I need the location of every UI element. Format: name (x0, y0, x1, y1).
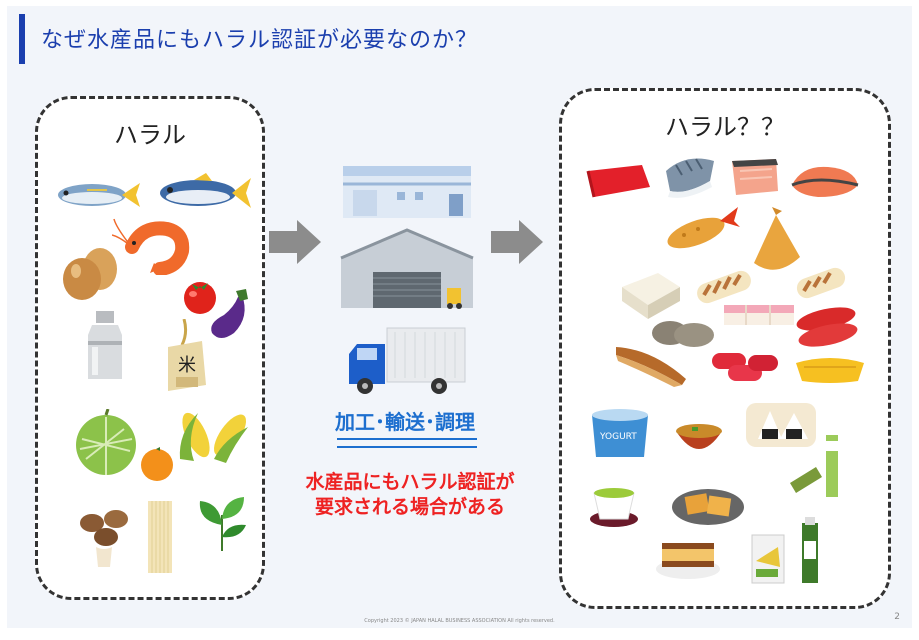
factory-icon (339, 154, 475, 220)
requirement-note: 水産品にもハラル認証が 要求される場合がある (275, 470, 545, 520)
requirement-note-line2: 要求される場合がある (275, 495, 545, 520)
eggplant-icon (206, 287, 252, 343)
rice-bag-icon: 米 (158, 319, 210, 395)
salmon-icon (728, 155, 782, 199)
copyright-footer: Copyright 2023 © JAPAN HALAL BUSINESS AS… (7, 618, 912, 624)
page-number: 2 (894, 612, 900, 622)
tea-leaf-icon (194, 495, 250, 553)
shrimp-icon (112, 217, 192, 275)
fried-food-icon (670, 485, 746, 527)
rice-char: 米 (178, 355, 196, 376)
corn-icon (168, 409, 254, 465)
cod-roe-icon (790, 301, 866, 351)
melon-icon (72, 409, 140, 477)
tube-icon (798, 517, 822, 587)
yogurt-icon: YOGURT (588, 407, 652, 461)
mackerel-icon (662, 151, 718, 201)
orange-icon (138, 445, 176, 483)
warehouse-icon (339, 228, 475, 310)
truck-icon (343, 324, 469, 398)
milk-can-icon (82, 309, 128, 383)
page-title: なぜ水産品にもハラル認証が必要なのか？ (41, 22, 478, 54)
noodles-icon (140, 499, 180, 575)
process-label: 加工･輸送･調理 (325, 406, 485, 435)
fish-icon (52, 179, 142, 211)
tuna-icon (584, 161, 654, 201)
halal-box: ハラル 米 (35, 96, 265, 600)
sausage-icon (710, 347, 782, 387)
wasabi-icon (782, 433, 846, 503)
salmon-icon (788, 161, 862, 201)
slide: なぜ水産品にもハラル認証が必要なのか？ ハラル 米 (7, 6, 912, 628)
yogurt-label: YOGURT (599, 432, 637, 442)
snack-bag-icon (748, 531, 788, 587)
dried-fish-icon (612, 339, 692, 389)
castella-icon (654, 531, 722, 581)
title-accent-bar (19, 14, 25, 64)
sea-urchin-icon (792, 353, 868, 385)
miso-soup-icon (674, 415, 724, 463)
fried-shrimp-icon (662, 203, 742, 253)
requirement-note-line1: 水産品にもハラル認証が (275, 470, 545, 495)
arrow-right-icon (269, 220, 321, 268)
fish-icon (156, 173, 252, 213)
halal-question-box: ハラル？？ (559, 88, 891, 609)
arrow-right-icon (491, 220, 543, 268)
process-underline (337, 438, 477, 448)
green-tea-icon (588, 479, 640, 529)
eggs-icon (58, 245, 122, 301)
kamaboko-icon (722, 297, 796, 333)
halal-question-box-title: ハラル？？ (562, 107, 888, 142)
halal-box-title: ハラル (38, 115, 262, 150)
mushroom-icon (76, 507, 132, 569)
